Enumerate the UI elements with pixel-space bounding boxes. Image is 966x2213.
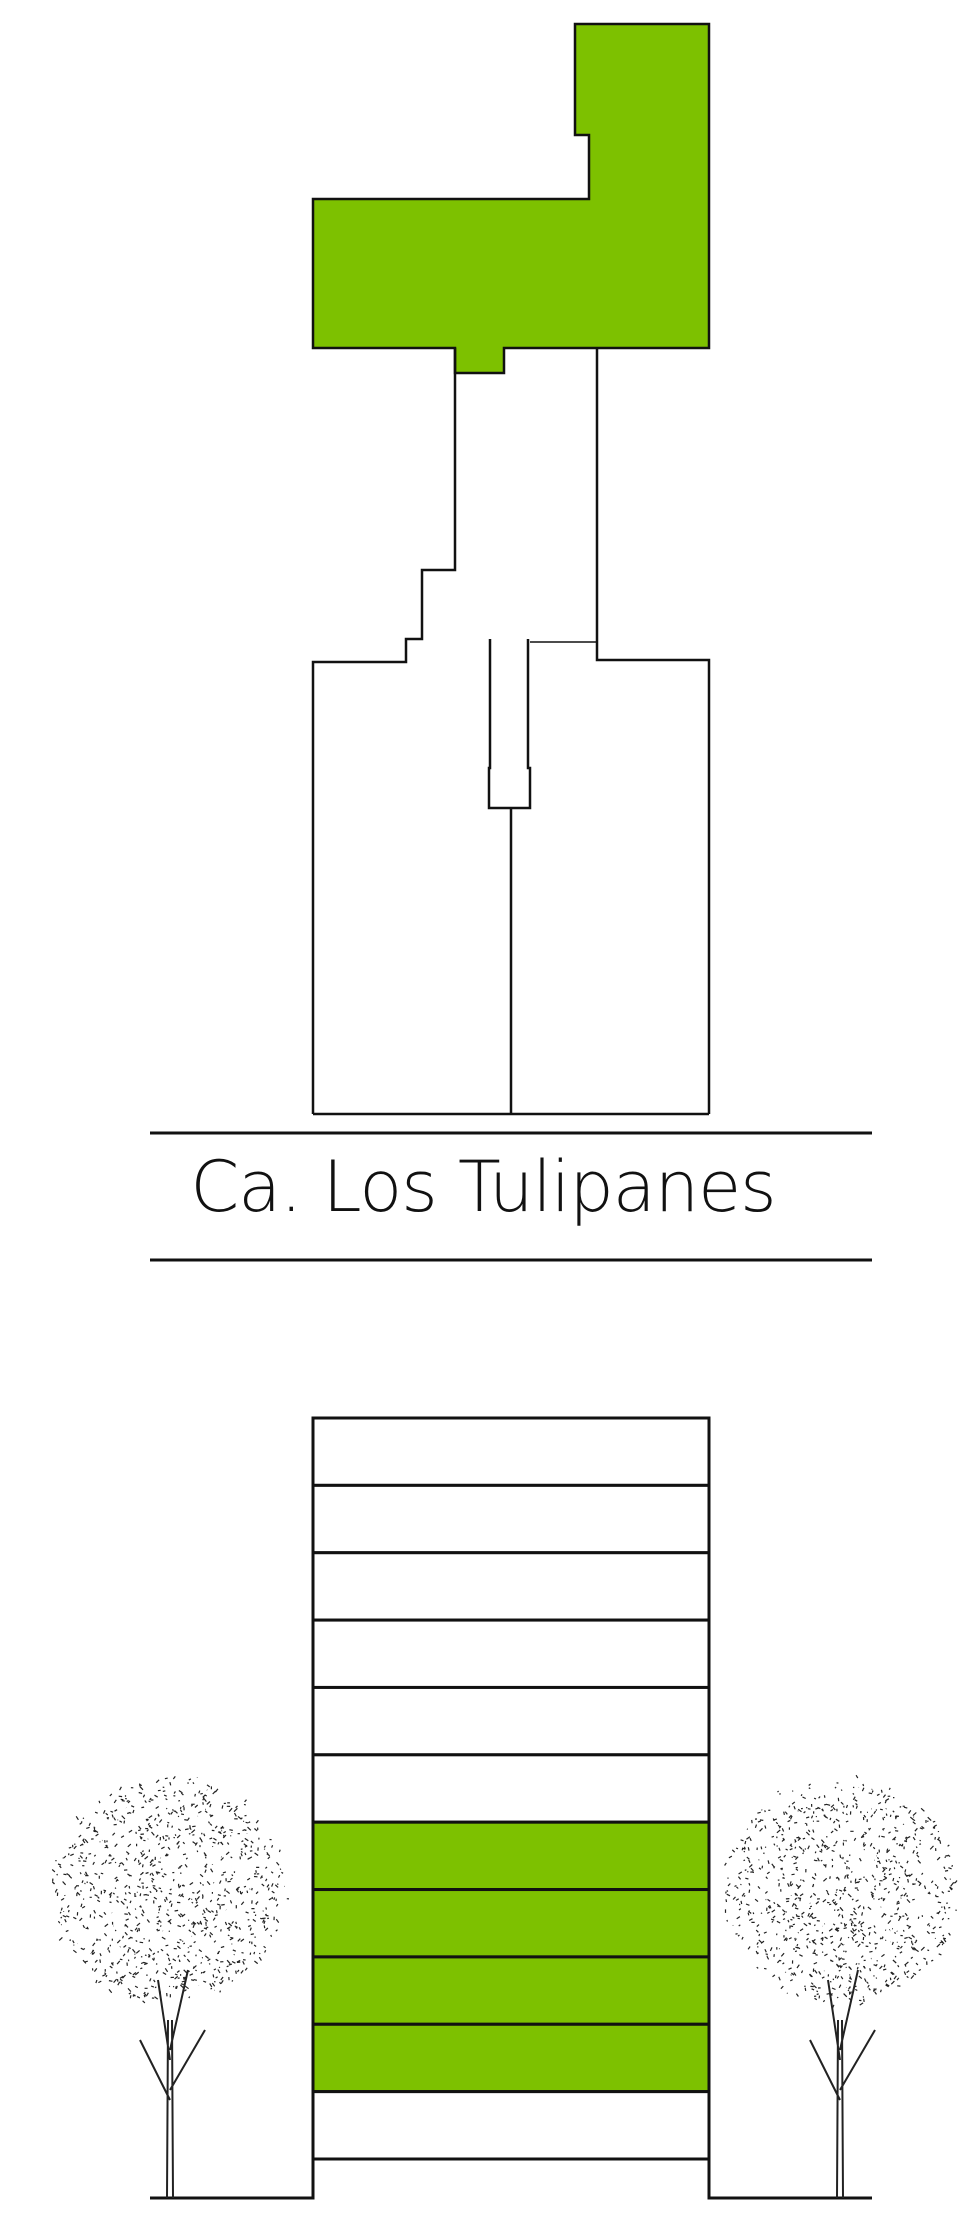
tree-foliage xyxy=(724,1774,958,2009)
ground-line-right xyxy=(707,2159,872,2200)
ground-line xyxy=(150,2159,872,2200)
floor xyxy=(311,1551,711,1622)
highlighted-floor xyxy=(311,1820,711,1892)
center-shaft xyxy=(487,639,532,810)
street xyxy=(150,1131,872,1262)
floor xyxy=(311,1685,711,1757)
ground-line-left xyxy=(150,2159,315,2200)
floor xyxy=(311,1483,711,1555)
floor xyxy=(311,1753,711,1824)
plan-view xyxy=(311,22,711,1116)
floor xyxy=(311,1416,711,1487)
floor xyxy=(311,1618,711,1689)
elevation-view xyxy=(311,1416,711,2161)
highlighted-floor xyxy=(311,1888,711,1959)
highlighted-building xyxy=(311,22,711,375)
highlighted-floor xyxy=(311,1955,711,2026)
corridor-left-wall xyxy=(311,348,457,1114)
tree-trunk xyxy=(809,1969,876,2199)
tree-right xyxy=(724,1774,958,2199)
corridor-right-wall xyxy=(595,348,711,1114)
street-name-label: Ca. Los Tulipanes xyxy=(190,1146,776,1228)
tree-left xyxy=(51,1776,290,2199)
highlighted-floor xyxy=(311,2022,711,2094)
floor xyxy=(311,2090,711,2161)
tree-foliage xyxy=(51,1776,290,2004)
tree-trunk xyxy=(139,1969,206,2199)
